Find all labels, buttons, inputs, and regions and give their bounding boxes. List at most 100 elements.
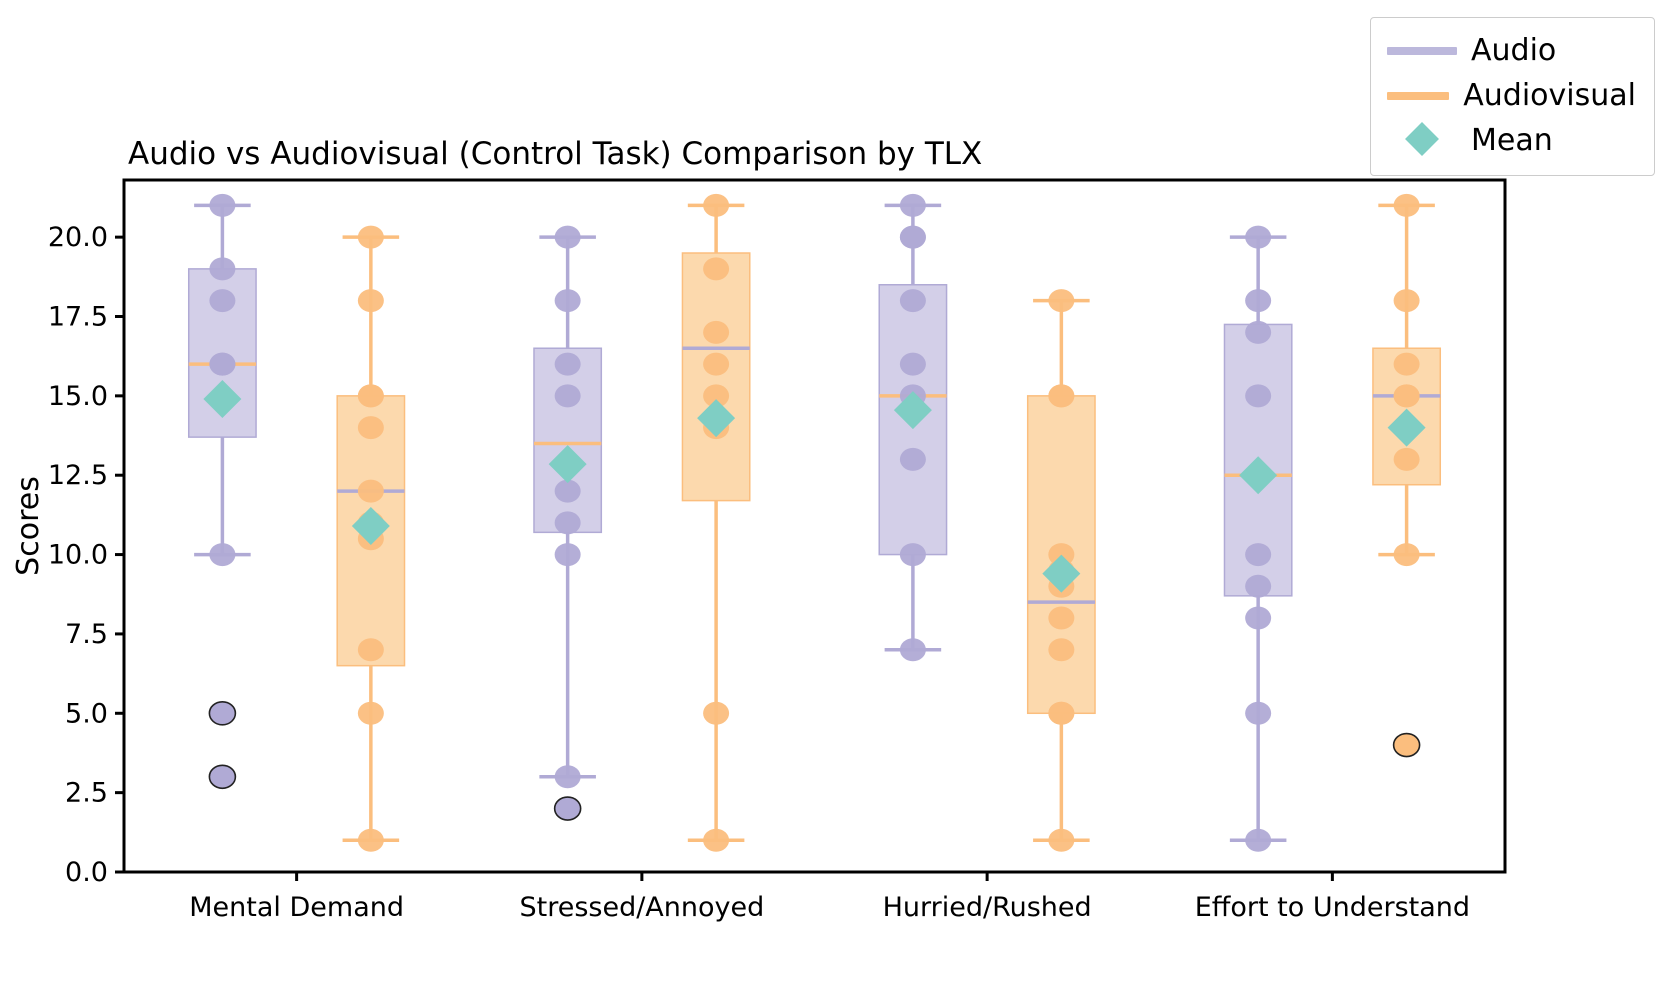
boxplot-audiovisual-hurried-rushed [1026,289,1096,852]
mean-marker [203,380,242,419]
legend-item-mean[interactable]: Mean [1387,118,1636,163]
y-tick-label: 0.0 [65,857,108,888]
data-point [1245,701,1272,725]
data-point [554,765,581,789]
data-point [703,352,730,376]
data-point [703,193,730,217]
data-point [554,511,581,535]
data-point [357,638,384,662]
data-point [899,543,926,567]
y-tick-label: 12.5 [48,460,108,491]
plot-frame [122,178,1507,874]
data-point [554,479,581,503]
boxplot-audiovisual-mental-demand [336,225,406,852]
y-axis-title: Scores [11,476,46,576]
boxplot-audio-stressed-annoyed [533,225,603,821]
y-tick-label: 5.0 [65,698,108,729]
data-point [209,257,236,281]
mean-marker [1042,554,1081,593]
x-tick-label-3: Effort to Understand [1195,892,1470,923]
data-point [554,352,581,376]
data-point [357,828,384,852]
legend-line-icon [1387,46,1457,55]
box-body[interactable] [533,347,603,534]
data-point [703,320,730,344]
x-tick-label-0: Mental Demand [189,892,404,923]
boxplot-audio-effort-to-understand [1223,225,1293,852]
data-point [357,479,384,503]
legend-item-audio[interactable]: Audio [1387,28,1636,73]
mean-marker [351,507,390,545]
outlier-point [553,796,582,821]
data-point [554,543,581,567]
boxplot-audiovisual-effort-to-understand [1372,193,1442,758]
legend-line-icon [1387,91,1450,100]
data-point [1245,225,1272,249]
outlier-point [208,764,237,790]
data-point [357,225,384,249]
data-point [1048,828,1075,852]
y-tick-label: 7.5 [65,619,108,650]
plot-area: 0.02.55.07.510.012.515.017.520.0ScoresMe… [11,178,1507,923]
data-point [554,289,581,313]
mean-marker [697,399,736,438]
mean-marker [1387,408,1426,447]
data-point [357,701,384,725]
data-point [1048,638,1075,662]
x-tick-label-2: Hurried/Rushed [883,892,1092,923]
data-point [1245,289,1272,313]
data-point [703,828,730,852]
data-point [1245,828,1272,852]
boxplot-audiovisual-stressed-annoyed [681,193,751,852]
data-point [1048,289,1075,313]
data-point [899,193,926,217]
data-point [554,384,581,408]
data-point [899,352,926,376]
legend-label: Audiovisual [1463,78,1636,113]
legend-diamond-icon [1387,121,1457,156]
mean-marker [893,391,932,430]
outlier-point [1392,732,1421,758]
data-point [703,701,730,725]
box-body[interactable] [681,252,751,502]
data-point [899,225,926,249]
data-point [209,352,236,376]
legend-label: Mean [1471,123,1553,158]
legend-label: Audio [1471,33,1557,68]
y-tick-label: 20.0 [48,222,108,253]
data-point [357,416,384,440]
boxplot-audio-mental-demand [187,193,257,790]
boxplot-audio-hurried-rushed [878,193,948,662]
data-point [703,257,730,281]
data-point [1245,574,1272,598]
data-point [1393,447,1420,471]
data-point [209,543,236,567]
data-point [1393,289,1420,313]
data-point [1245,320,1272,344]
data-point [1393,384,1420,408]
x-tick-label-1: Stressed/Annoyed [519,892,764,923]
data-point [1245,606,1272,630]
data-point [1245,543,1272,567]
data-point [1393,543,1420,567]
legend-item-audiovisual[interactable]: Audiovisual [1387,73,1636,118]
data-point [357,289,384,313]
data-point [209,289,236,313]
data-point [703,384,730,408]
data-point [899,447,926,471]
y-tick-label: 10.0 [48,540,108,571]
outlier-point [208,700,237,726]
data-point [1048,701,1075,725]
data-point [899,289,926,313]
data-point [899,638,926,662]
mean-marker [1239,456,1278,495]
chart-title: Audio vs Audiovisual (Control Task) Comp… [128,136,983,172]
data-point [1048,384,1075,408]
data-point [357,384,384,408]
data-point [1393,193,1420,217]
data-point [554,225,581,249]
y-tick-label: 17.5 [48,301,108,332]
data-point [1245,384,1272,408]
